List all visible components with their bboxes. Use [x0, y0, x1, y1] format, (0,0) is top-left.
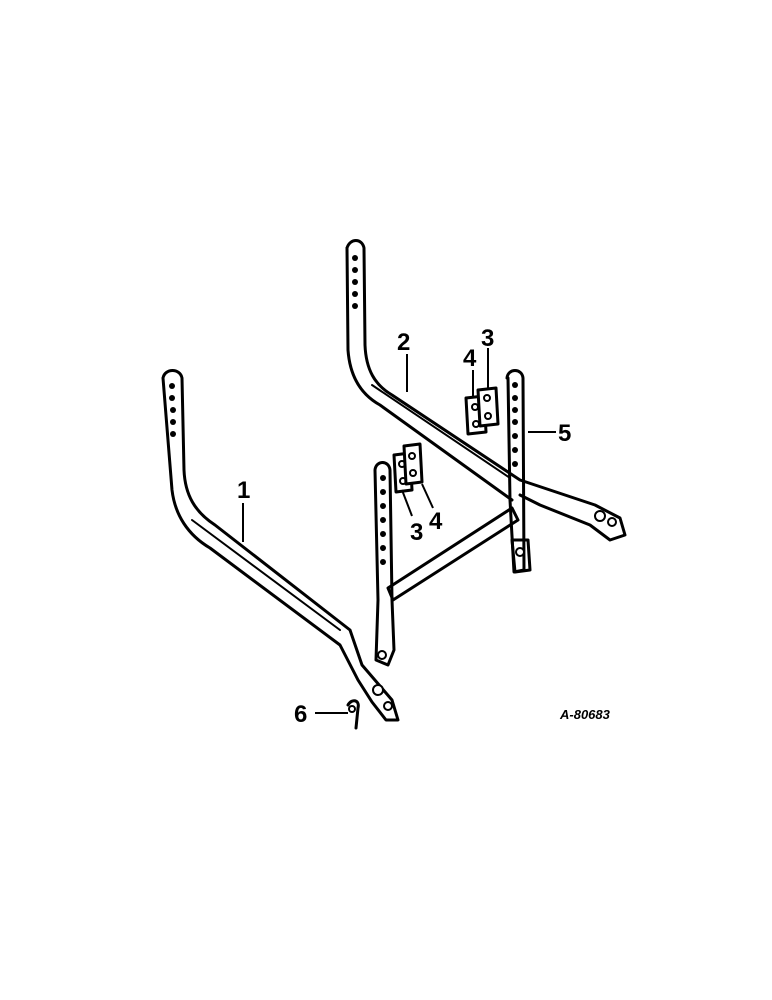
callout-2: 2: [397, 329, 410, 356]
brace-1-holes: [169, 383, 393, 711]
brace-2-holes: [352, 255, 617, 527]
callout-3-lower: 3: [410, 519, 423, 546]
bracket-front-left: [373, 461, 396, 667]
callout-1: 1: [237, 477, 250, 504]
brace-part-1: [161, 369, 400, 722]
pin-part-6: [346, 699, 360, 730]
callout-5: 5: [558, 420, 571, 447]
bracket-front-left-holes: [380, 475, 386, 565]
callout-4-lower: 4: [429, 508, 443, 535]
reference-code: A-80683: [559, 707, 611, 722]
brace-part-2: [345, 239, 627, 542]
bracket-5-holes: [512, 382, 518, 467]
callout-4-upper: 4: [463, 345, 477, 372]
plates-3-4-lower: [392, 442, 424, 494]
leader-lines: [242, 348, 556, 714]
callout-3-upper: 3: [481, 325, 494, 352]
callout-6: 6: [294, 701, 307, 728]
plates-3-4-upper: [464, 386, 500, 436]
